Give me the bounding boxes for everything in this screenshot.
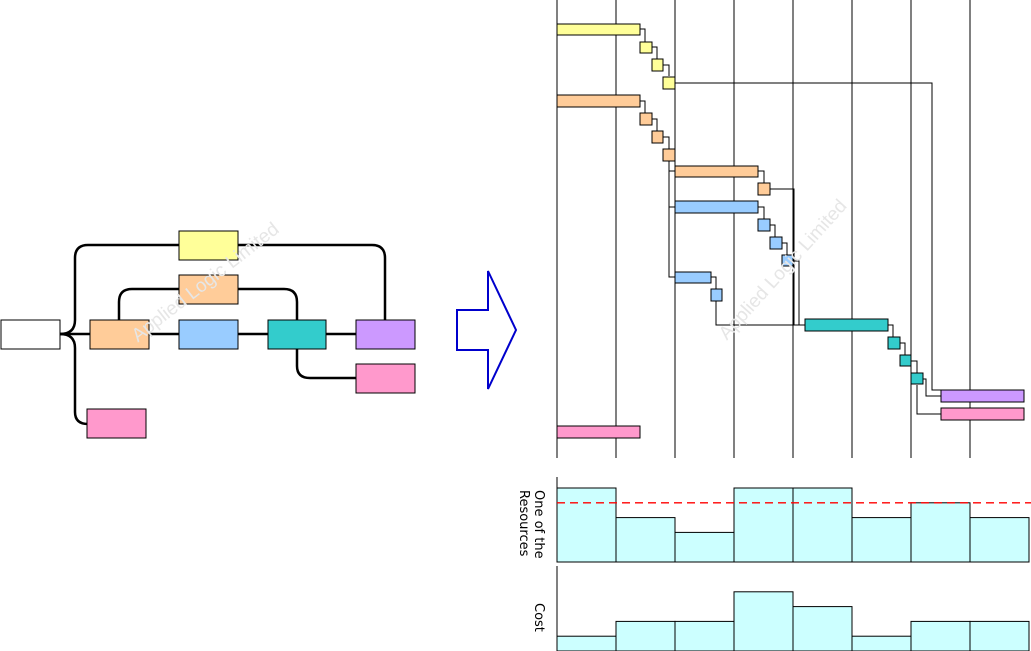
resources-histogram-bar <box>792 487 853 563</box>
gantt-bar-blue-short <box>674 271 712 284</box>
cost-histogram-bar <box>674 620 735 651</box>
gantt-bar-orange-step <box>662 148 676 162</box>
network-task-teal <box>267 319 327 350</box>
gantt-bar-teal-step <box>899 354 912 367</box>
gantt-bar-purple <box>940 389 1025 403</box>
cost-axis-label: Cost <box>531 603 546 632</box>
gantt-bar-pink <box>940 407 1025 421</box>
resources-histogram-bar <box>615 517 676 563</box>
resources-histogram-bar <box>674 531 735 563</box>
resources-histogram <box>556 477 1030 563</box>
cost-histogram-bar <box>910 620 971 651</box>
network-task-pink-bottom <box>86 408 147 439</box>
gantt-bar-blue-step <box>757 218 771 232</box>
cost-histogram-bar <box>851 635 912 651</box>
gantt-bar-orange-second <box>674 165 759 178</box>
gantt-dependency-lines <box>640 28 941 415</box>
gantt-bar-yellow-main <box>556 23 641 36</box>
network-task-pink-right <box>355 363 416 394</box>
cost-histogram-bar <box>969 620 1030 651</box>
cost-histogram-bar <box>615 620 676 651</box>
resources-axis-label: One of the Resources <box>516 490 546 559</box>
gantt-bar-teal-step <box>887 336 901 350</box>
gantt-bar-orange-step <box>651 130 664 144</box>
gantt-bar-orange-step <box>639 112 653 126</box>
gantt-bar-teal-step <box>910 372 924 385</box>
resources-histogram-bar <box>733 487 794 563</box>
cost-histogram-bar <box>792 606 853 651</box>
network-task-orange-top <box>178 274 239 305</box>
gantt-bar-blue-main <box>674 200 759 214</box>
network-task-purple <box>355 319 416 350</box>
start-node <box>0 319 61 350</box>
gantt-bar-pink-early <box>556 425 641 439</box>
resources-histogram-bar <box>910 502 971 563</box>
resources-histogram-bar <box>556 487 617 563</box>
gantt-bars <box>556 23 1025 439</box>
resources-histogram-bar <box>969 517 1030 563</box>
gantt-bar-blue-step <box>710 288 723 302</box>
gantt-bar-blue-step <box>769 236 783 250</box>
cost-histogram-bar <box>556 635 617 651</box>
network-task-orange <box>89 319 150 350</box>
gantt-bar-yellow-step <box>639 41 653 54</box>
resources-label-line1: One of the <box>531 490 546 559</box>
resources-label-line2: Resources <box>516 490 531 557</box>
gantt-bar-orange-step <box>757 182 771 196</box>
gantt-bar-yellow-step <box>662 76 676 90</box>
gantt-bar-yellow-step <box>651 58 664 72</box>
gantt-gridlines <box>556 0 971 458</box>
transform-arrow-icon <box>456 270 518 390</box>
resources-histogram-bar <box>851 517 912 563</box>
network-task-blue <box>178 319 239 350</box>
gantt-bar-orange-main <box>556 94 641 108</box>
cost-histogram <box>556 566 1030 651</box>
cost-histogram-bar <box>733 591 794 651</box>
gantt-bar-teal-main <box>804 318 889 332</box>
network-task-yellow <box>178 230 239 261</box>
gantt-bar-blue-step <box>781 254 794 267</box>
network-connectors <box>59 243 387 426</box>
